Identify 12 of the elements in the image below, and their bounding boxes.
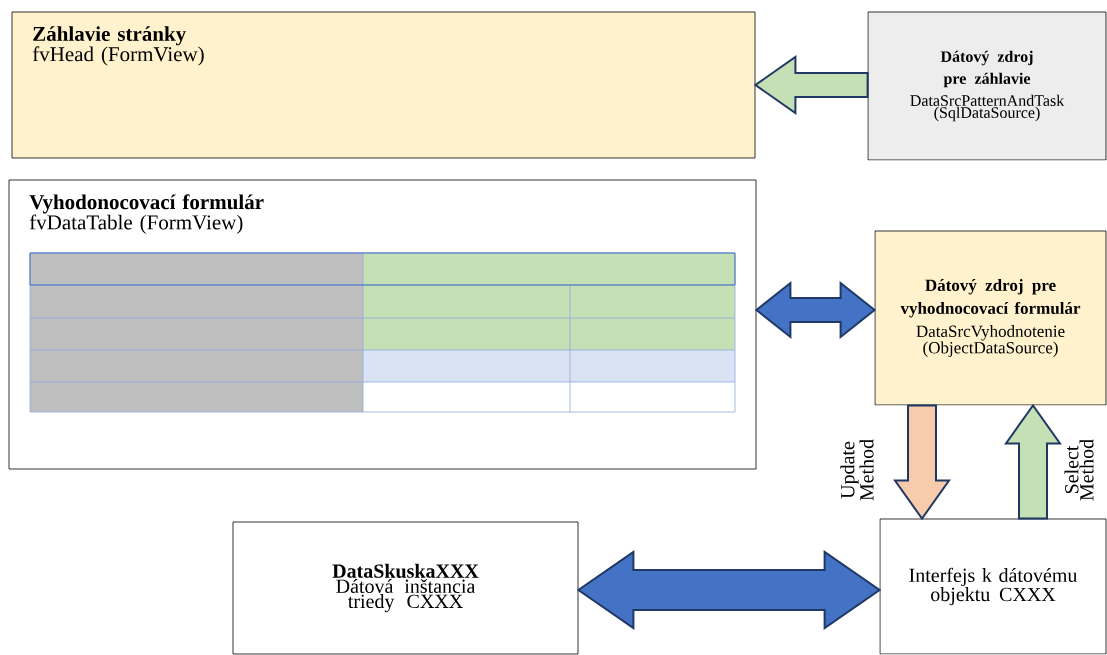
class-box: DataSkuskaXXX Dátová inštancia triedy CXXX: [232, 521, 579, 655]
block-arrow: [1004, 403, 1062, 520]
data-source-box: Dátový zdroj pre vyhodnocovací formulár DataSrcVyhodnotenie (ObjectDataSource): [874, 230, 1107, 406]
block-arrow: [753, 55, 869, 115]
block-arrow: [576, 550, 882, 630]
data-source-box: Dátový zdroj pre záhlavie DataSrcPatternAndTask (SqlDataSource): [867, 11, 1107, 161]
block-arrow: [893, 404, 951, 521]
edge-label: Update Method: [839, 434, 875, 506]
edge-label: Select Method: [1063, 434, 1095, 506]
interface-box: Interfejs k dátovému objektu CXXX: [879, 518, 1107, 655]
block-arrow: [754, 280, 877, 340]
header-box: Záhlavie stránky fvHead (FormView): [11, 11, 756, 159]
